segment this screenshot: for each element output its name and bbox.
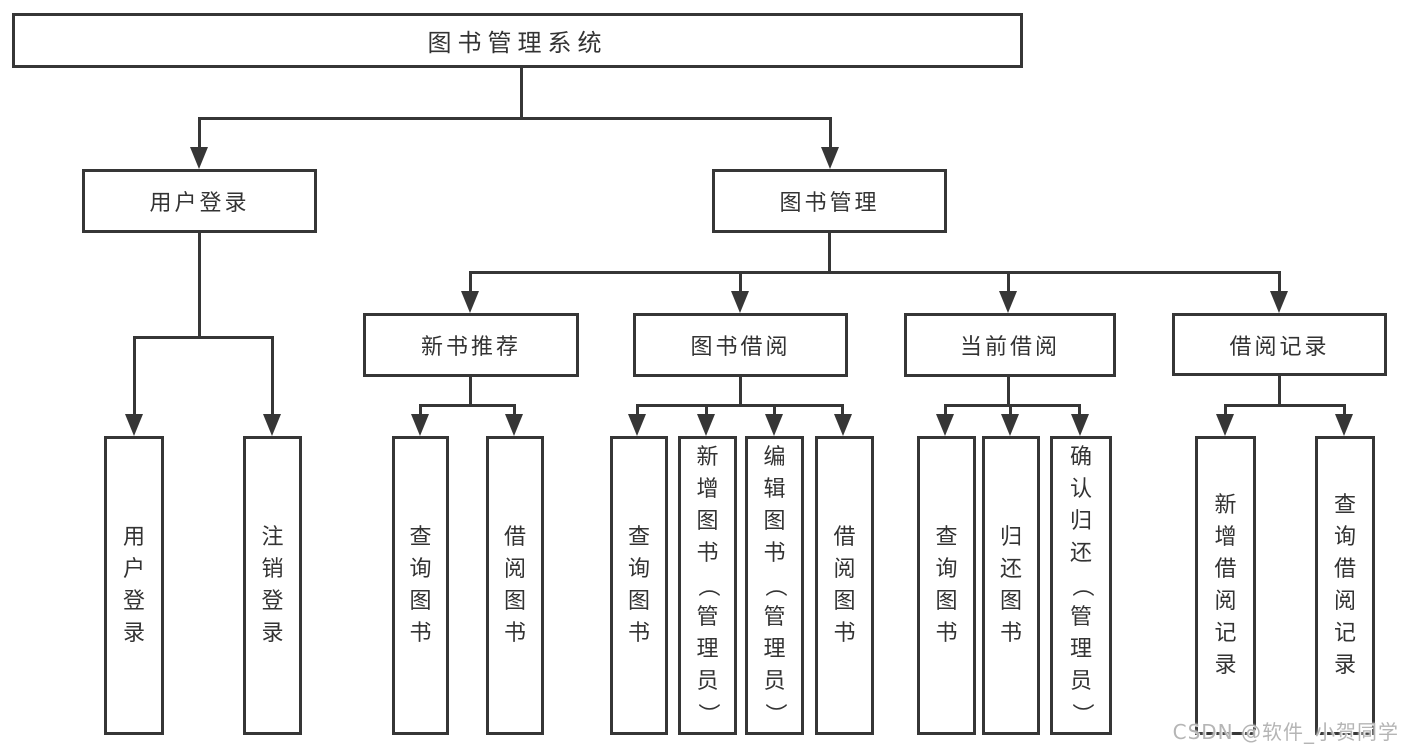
arrowhead-icon xyxy=(628,414,646,436)
leaf-edit-book-admin-label: 编辑图书（管理员） xyxy=(762,444,788,725)
connector-line xyxy=(944,404,1081,407)
leaf-query-borrow-record-label: 查询借阅记录 xyxy=(1333,492,1356,678)
leaf-user-login-label: 用户登录 xyxy=(122,524,145,646)
connector-line xyxy=(198,117,832,120)
node-book-borrowing-label: 图书借阅 xyxy=(690,335,791,360)
connector-line xyxy=(419,404,516,407)
arrowhead-icon xyxy=(1216,414,1234,436)
node-root-label: 图书管理系统 xyxy=(427,29,608,57)
connector-line xyxy=(1224,404,1346,407)
connector-line xyxy=(513,404,516,418)
leaf-borrow-query-books-label: 查询图书 xyxy=(627,524,650,646)
connector-line xyxy=(1224,404,1227,418)
node-user-login-label: 用户登录 xyxy=(149,191,250,216)
leaf-query-borrow-record: 查询借阅记录 xyxy=(1315,436,1375,735)
node-current-borrowing-label: 当前借阅 xyxy=(959,335,1060,360)
leaf-return-books-label: 归还图书 xyxy=(999,524,1022,646)
connector-line xyxy=(1009,404,1012,418)
connector-line xyxy=(1007,377,1010,405)
arrowhead-icon xyxy=(834,414,852,436)
arrowhead-icon xyxy=(999,291,1017,313)
arrowhead-icon xyxy=(1335,414,1353,436)
arrowhead-icon xyxy=(263,414,281,436)
connector-line xyxy=(1343,404,1346,418)
leaf-confirm-return-admin-label: 确认归还（管理员） xyxy=(1068,444,1094,725)
leaf-current-query-books-label: 查询图书 xyxy=(935,524,958,646)
node-book-borrowing: 图书借阅 xyxy=(633,313,848,377)
leaf-recommend-borrow-books: 借阅图书 xyxy=(486,436,544,735)
leaf-add-book-admin-label: 新增图书（管理员） xyxy=(695,444,721,725)
connector-line xyxy=(773,404,776,418)
connector-line xyxy=(1078,404,1081,418)
node-book-management-label: 图书管理 xyxy=(779,191,880,216)
connector-line xyxy=(636,404,844,407)
leaf-edit-book-admin: 编辑图书（管理员） xyxy=(745,436,804,735)
connector-line xyxy=(828,232,831,273)
watermark: CSDN @软件_小贺同学 xyxy=(1172,720,1399,744)
connector-line xyxy=(271,336,274,416)
node-borrowing-records: 借阅记录 xyxy=(1172,313,1387,376)
leaf-add-borrow-record-label: 新增借阅记录 xyxy=(1214,492,1237,678)
arrowhead-icon xyxy=(411,414,429,436)
leaf-current-query-books: 查询图书 xyxy=(917,436,976,735)
node-root: 图书管理系统 xyxy=(12,13,1023,68)
connector-line xyxy=(133,336,136,416)
arrowhead-icon xyxy=(190,147,208,169)
leaf-add-book-admin: 新增图书（管理员） xyxy=(678,436,737,735)
leaf-borrow-books-label: 借阅图书 xyxy=(833,524,856,646)
connector-line xyxy=(469,271,1281,274)
connector-line xyxy=(705,404,708,418)
arrowhead-icon xyxy=(1270,291,1288,313)
connector-line xyxy=(133,336,274,339)
leaf-add-borrow-record: 新增借阅记录 xyxy=(1195,436,1256,735)
arrowhead-icon xyxy=(1001,414,1019,436)
leaf-recommend-borrow-books-label: 借阅图书 xyxy=(503,524,526,646)
connector-line xyxy=(1278,271,1281,293)
connector-line xyxy=(469,271,472,293)
node-book-management: 图书管理 xyxy=(712,169,947,233)
node-user-login: 用户登录 xyxy=(82,169,317,233)
connector-line xyxy=(829,117,832,149)
leaf-borrow-query-books: 查询图书 xyxy=(610,436,668,735)
connector-line xyxy=(1278,376,1281,405)
connector-line xyxy=(469,377,472,405)
node-borrowing-records-label: 借阅记录 xyxy=(1229,334,1330,360)
connector-line xyxy=(1007,271,1010,293)
arrowhead-icon xyxy=(1071,414,1089,436)
leaf-recommend-query-books-label: 查询图书 xyxy=(409,524,432,646)
node-new-book-recommendation: 新书推荐 xyxy=(363,313,579,377)
arrowhead-icon xyxy=(765,414,783,436)
leaf-return-books: 归还图书 xyxy=(982,436,1040,735)
arrowhead-icon xyxy=(936,414,954,436)
connector-line xyxy=(198,233,201,336)
leaf-logout-label: 注销登录 xyxy=(261,524,284,646)
arrowhead-icon xyxy=(505,414,523,436)
node-current-borrowing: 当前借阅 xyxy=(904,313,1116,377)
connector-line xyxy=(841,404,844,418)
arrowhead-icon xyxy=(697,414,715,436)
leaf-user-login: 用户登录 xyxy=(104,436,164,735)
connector-line xyxy=(944,404,947,418)
connector-line xyxy=(739,377,742,405)
connector-line xyxy=(636,404,639,418)
connector-line xyxy=(198,117,201,149)
leaf-confirm-return-admin: 确认归还（管理员） xyxy=(1050,436,1112,735)
arrowhead-icon xyxy=(125,414,143,436)
connector-line xyxy=(419,404,422,418)
leaf-recommend-query-books: 查询图书 xyxy=(392,436,449,735)
arrowhead-icon xyxy=(821,147,839,169)
leaf-logout: 注销登录 xyxy=(243,436,302,735)
leaf-borrow-books: 借阅图书 xyxy=(815,436,874,735)
arrowhead-icon xyxy=(731,291,749,313)
connector-line xyxy=(739,271,742,293)
arrowhead-icon xyxy=(461,291,479,313)
connector-line xyxy=(520,68,523,117)
node-new-book-recommendation-label: 新书推荐 xyxy=(420,335,521,360)
